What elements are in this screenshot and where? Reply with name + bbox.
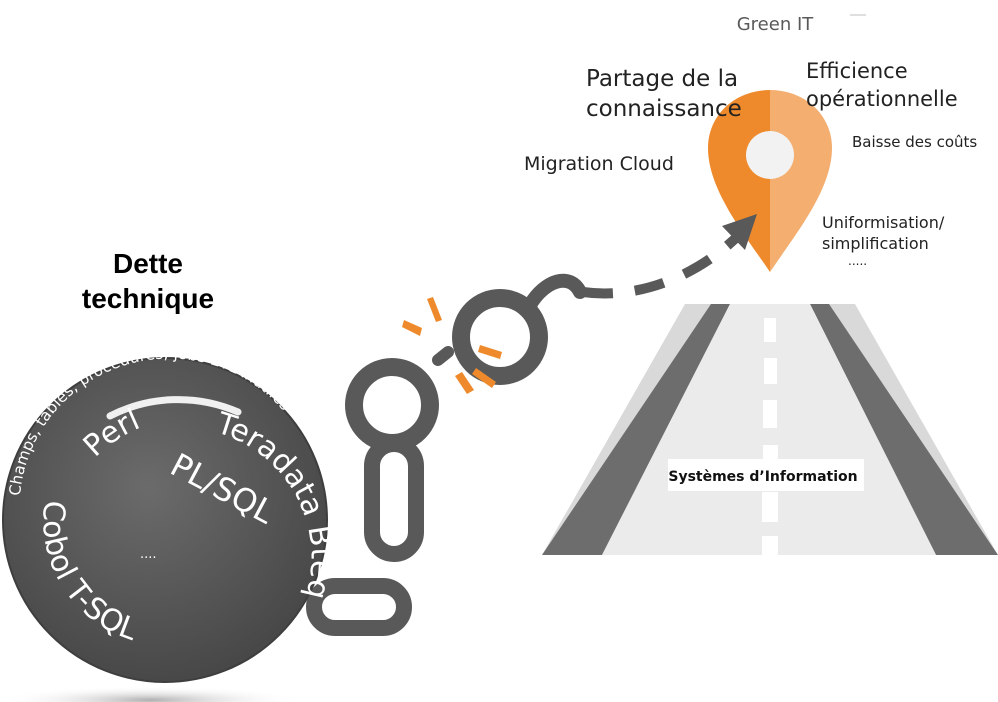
chain: [306, 273, 587, 636]
goal-partage-line-1: Partage de la: [586, 66, 738, 92]
chain-link-gap: [384, 470, 404, 488]
road: Systèmes d’Information: [542, 304, 998, 555]
goal-partage-line-2: connaissance: [586, 96, 742, 122]
road-left-edge: [542, 304, 730, 555]
path-arrow: [582, 214, 757, 299]
goal-more: .....: [848, 254, 867, 268]
goal-efficience-line-1: Efficience: [806, 59, 908, 83]
chain-link-horizontal: [306, 578, 412, 636]
goal-migration-cloud: Migration Cloud: [524, 153, 674, 175]
ball-ellipsis: ....: [140, 547, 157, 562]
road-label-box: [668, 459, 864, 491]
arrow-head-icon: [722, 214, 757, 250]
chain-link-vertical: [364, 436, 424, 562]
chain-ring-lower: [345, 358, 439, 452]
road-right-edge: [810, 304, 998, 555]
ball-shadow: [0, 686, 300, 702]
ball-highlight: [106, 396, 242, 420]
title-line-1: Dette: [113, 248, 183, 279]
title-line-2: technique: [82, 283, 214, 314]
goal-uniformisation-line-2: simplification: [822, 234, 929, 253]
chain-tail: [523, 273, 587, 312]
location-pin-icon: [708, 90, 832, 272]
chain-ring-upper: [452, 289, 548, 385]
chain-link-gap: [384, 514, 404, 528]
ball-and-chain-weight: Champs, tables, procédures, jobs ETL inu…: [2, 344, 339, 683]
road-lane: [602, 304, 936, 555]
goal-green-it: Green IT: [737, 14, 815, 35]
goal-efficience-line-2: opérationnelle: [806, 87, 958, 111]
goals: Green IT Partage de la connaissance Effi…: [524, 14, 977, 268]
goal-baisse-couts: Baisse des coûts: [852, 133, 977, 151]
road-label: Systèmes d’Information: [668, 469, 857, 485]
goal-uniformisation-line-1: Uniformisation/: [822, 213, 945, 232]
break-sparks-icon: [402, 297, 502, 394]
